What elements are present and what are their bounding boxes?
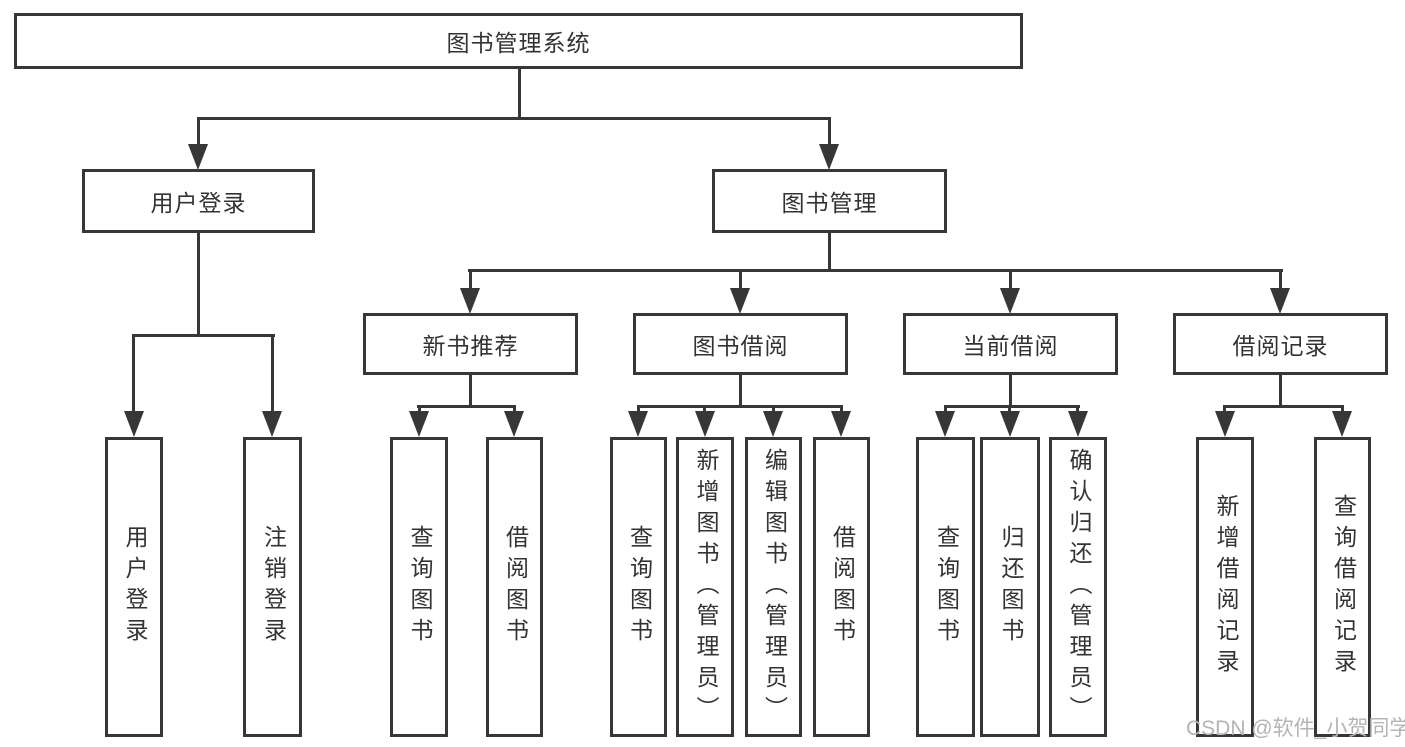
node-current-borrow-label: 当前借阅 (962, 333, 1059, 359)
connector-drop (1076, 405, 1079, 415)
leaf-add-borrow-record: 新增借阅记录 (1196, 437, 1254, 737)
connector-drop (1341, 405, 1344, 415)
connector-drop (1223, 405, 1226, 415)
leaf-query-borrow-record-label: 查询借阅记录 (1330, 494, 1357, 680)
leaf-query-books-borrow: 查询图书 (610, 437, 667, 737)
leaf-edit-books-admin: 编辑图书（管理员） (745, 437, 802, 737)
connector-level2-stem-right (828, 117, 831, 145)
arrowhead-leaf-query-recommend (409, 411, 429, 437)
leaf-user-login: 用户登录 (105, 437, 163, 737)
leaf-return-books: 归还图书 (980, 437, 1040, 737)
arrowhead-borrow-records (1270, 288, 1290, 314)
arrowhead-new-book-recommend (460, 288, 480, 314)
connector-drop (772, 405, 775, 415)
node-new-book-recommend-label: 新书推荐 (422, 333, 519, 359)
leaf-borrow-books-recommend-label: 借阅图书 (502, 525, 529, 649)
connector-recommend-stem (469, 375, 472, 407)
arrowhead-leaf-user-login (124, 411, 144, 437)
connector-level2-stem-left (197, 117, 200, 145)
leaf-query-books-recommend-label: 查询图书 (406, 525, 433, 649)
leaf-borrow-books-label: 借阅图书 (829, 525, 856, 649)
leaf-return-books-label: 归还图书 (997, 525, 1024, 649)
node-root-label: 图书管理系统 (446, 30, 591, 56)
arrowhead-leaf-confirm-return (1068, 411, 1088, 437)
connector-level2-bar (197, 117, 831, 120)
leaf-confirm-return-admin: 确认归还（管理员） (1049, 437, 1107, 737)
arrowhead-book-management (819, 144, 839, 170)
leaf-query-books-current-label: 查询图书 (933, 525, 960, 649)
arrowhead-leaf-add-record (1215, 411, 1235, 437)
leaf-query-books-current: 查询图书 (916, 437, 975, 737)
connector-records-stem (1279, 375, 1282, 407)
leaf-edit-books-admin-label: 编辑图书（管理员） (761, 447, 788, 727)
leaf-borrow-books-recommend: 借阅图书 (486, 437, 543, 737)
connector-current-bar (944, 405, 1080, 408)
csdn-watermark: CSDN @软件_小贺同学 (1186, 717, 1405, 740)
arrowhead-leaf-query-borrow (628, 411, 648, 437)
connector-drop (1008, 405, 1011, 415)
node-book-management-label: 图书管理 (781, 190, 878, 216)
leaf-query-books-recommend: 查询图书 (390, 437, 448, 737)
node-root-system: 图书管理系统 (14, 13, 1023, 69)
leaf-query-borrow-record: 查询借阅记录 (1314, 437, 1371, 737)
connector-level3-stem-4 (1279, 269, 1282, 289)
connector-drop (513, 405, 516, 415)
connector-login-stem (197, 233, 200, 336)
node-user-login: 用户登录 (82, 169, 315, 233)
leaf-logout-label: 注销登录 (260, 525, 287, 649)
arrowhead-current-borrow (1000, 288, 1020, 314)
node-book-management: 图书管理 (712, 169, 947, 233)
node-borrow-records-label: 借阅记录 (1232, 333, 1329, 359)
arrowhead-book-borrow (730, 288, 750, 314)
connector-login-drop-2 (271, 334, 274, 412)
node-user-login-label: 用户登录 (150, 190, 247, 216)
connector-current-stem (1009, 375, 1012, 407)
connector-recommend-bar (417, 405, 516, 408)
connector-level3-bar (468, 269, 1283, 272)
arrowhead-leaf-return-books (1000, 411, 1020, 437)
node-borrow-records: 借阅记录 (1173, 313, 1388, 375)
arrowhead-user-login (188, 144, 208, 170)
node-book-borrow: 图书借阅 (633, 313, 848, 375)
connector-level3-stem-1 (469, 269, 472, 289)
connector-drop (418, 405, 421, 415)
connector-level3-stem-2 (739, 269, 742, 289)
connector-borrow-stem (739, 375, 742, 407)
connector-level3-stem-3 (1009, 269, 1012, 289)
node-book-borrow-label: 图书借阅 (692, 333, 789, 359)
connector-records-bar (1223, 405, 1344, 408)
leaf-add-books-admin: 新增图书（管理员） (676, 437, 734, 737)
arrowhead-leaf-borrow-books (831, 411, 851, 437)
connector-borrow-bar (637, 405, 843, 408)
leaf-add-books-admin-label: 新增图书（管理员） (692, 447, 719, 727)
leaf-add-borrow-record-label: 新增借阅记录 (1212, 494, 1239, 680)
arrowhead-leaf-query-current (935, 411, 955, 437)
arrowhead-leaf-add-books (695, 411, 715, 437)
node-current-borrow: 当前借阅 (903, 313, 1118, 375)
connector-drop (703, 405, 706, 415)
connector-drop (637, 405, 640, 415)
arrowhead-leaf-borrow-recommend (504, 411, 524, 437)
connector-drop (944, 405, 947, 415)
leaf-user-login-label: 用户登录 (121, 525, 148, 649)
leaf-confirm-return-admin-label: 确认归还（管理员） (1065, 447, 1092, 727)
leaf-logout: 注销登录 (243, 437, 302, 737)
arrowhead-leaf-query-record (1332, 411, 1352, 437)
connector-login-bar (132, 334, 275, 337)
leaf-query-books-borrow-label: 查询图书 (626, 525, 653, 649)
connector-root-stem (518, 69, 521, 119)
node-new-book-recommend: 新书推荐 (363, 313, 578, 375)
connector-login-drop-1 (132, 334, 135, 412)
connector-drop (840, 405, 843, 415)
arrowhead-leaf-logout (262, 411, 282, 437)
connector-mgmt-stem (828, 233, 831, 272)
leaf-borrow-books: 借阅图书 (813, 437, 870, 737)
arrowhead-leaf-edit-books (763, 411, 783, 437)
